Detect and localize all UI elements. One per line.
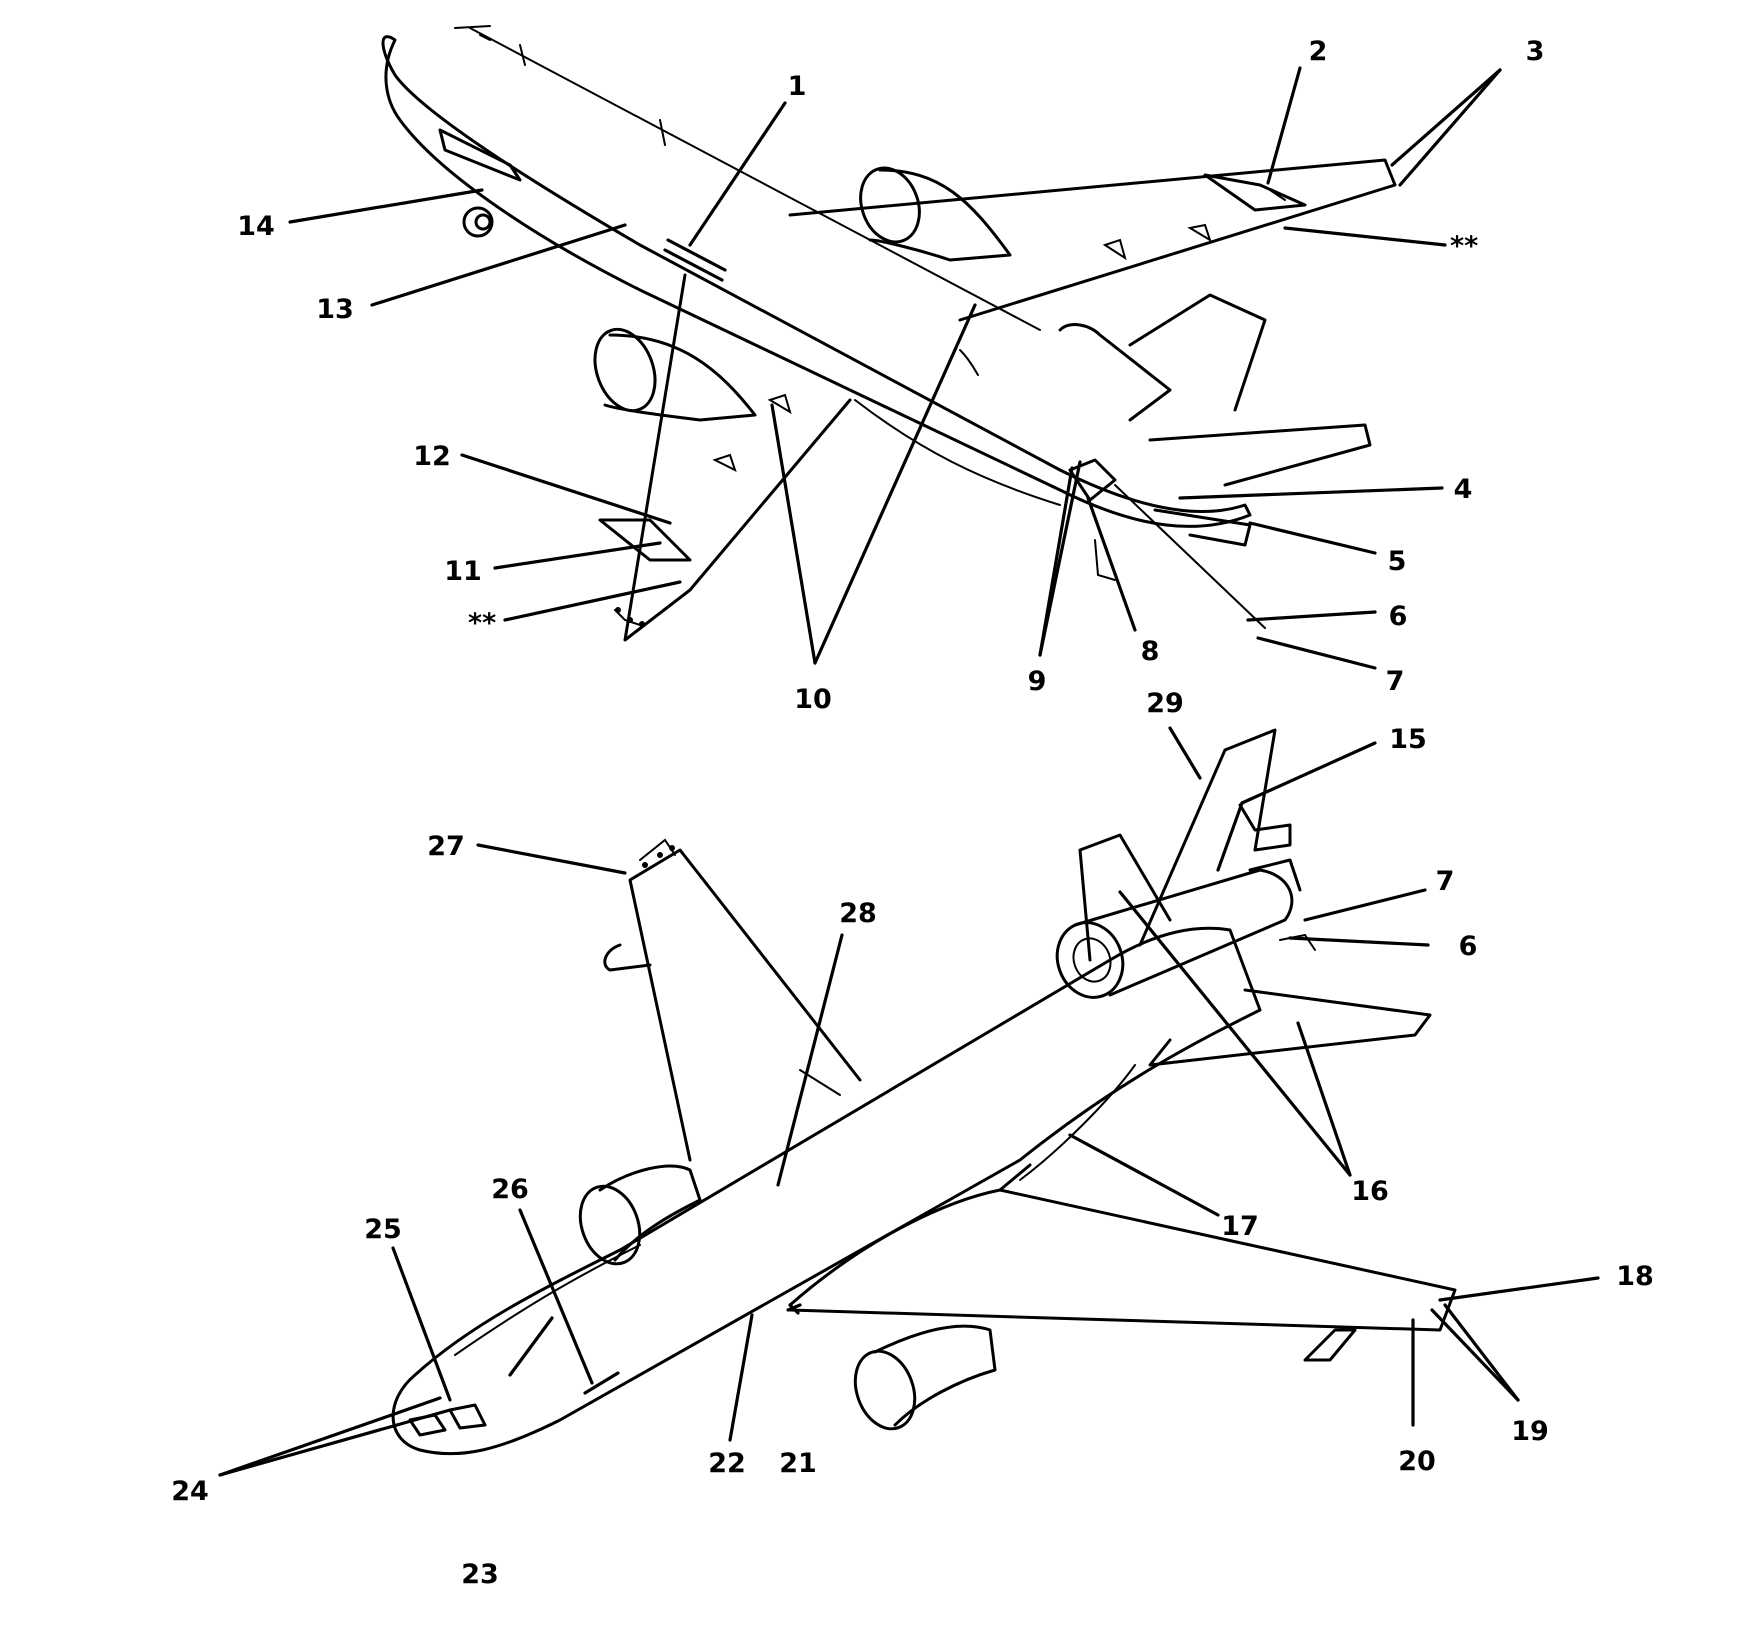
callout-13: 13 [316, 294, 354, 325]
callout-2: 2 [1309, 36, 1328, 67]
callout-28: 28 [839, 898, 877, 929]
left-wing-top-view [628, 848, 862, 1162]
callout-19: 19 [1511, 1416, 1549, 1447]
tail-engine-bottom-view [1058, 323, 1172, 422]
horizontal-stabilizer-bottom-view [1148, 423, 1372, 487]
right-engine-bottom-view [859, 166, 1012, 262]
callout-3: 3 [1526, 36, 1545, 67]
nose-landing-gear [438, 128, 522, 182]
fuselage-bottom-view [381, 35, 1252, 528]
callout-18: 18 [1616, 1261, 1654, 1292]
callout-15: 15 [1389, 724, 1427, 755]
callout-16: 16 [1351, 1176, 1389, 1207]
callout-star-left: ** [468, 608, 496, 639]
aircraft-bottom-view [381, 25, 1397, 642]
callout-7-bottom: 7 [1436, 866, 1455, 897]
callout-8: 8 [1141, 636, 1160, 667]
callout-17: 17 [1221, 1211, 1259, 1242]
callout-10: 10 [794, 684, 832, 715]
callout-4: 4 [1454, 474, 1473, 505]
vertical-fin-top-view [1138, 728, 1277, 947]
callout-14: 14 [237, 211, 275, 242]
callout-1: 1 [788, 71, 807, 102]
callout-5: 5 [1388, 546, 1407, 577]
callout-25: 25 [364, 1214, 402, 1245]
right-wing-top-view [788, 1188, 1457, 1332]
callout-29: 29 [1146, 688, 1184, 719]
right-wing-bottom-view [788, 158, 1397, 322]
vertical-fin-bottom-view [1128, 293, 1267, 412]
left-engine-bottom-view [593, 327, 757, 422]
right-horizontal-stabilizer [1148, 988, 1432, 1067]
callout-12: 12 [413, 441, 451, 472]
callout-20: 20 [1398, 1446, 1436, 1477]
callout-24: 24 [171, 1476, 209, 1507]
callout-6-bottom: 6 [1459, 931, 1478, 962]
callout-labels: 1 2 3 ** 4 5 6 7 8 9 10 11 12 ** 13 14 2… [171, 36, 1654, 1590]
right-engine-top-view [853, 1324, 997, 1431]
callout-7-top: 7 [1386, 666, 1405, 697]
callout-27: 27 [427, 831, 465, 862]
tail-engine-top-view [1055, 858, 1302, 999]
left-horizontal-stabilizer [1078, 833, 1172, 962]
callout-star-right: ** [1450, 231, 1478, 262]
callout-21: 21 [779, 1448, 817, 1479]
leader-lines [218, 66, 1600, 1477]
left-wing-bottom-view [623, 273, 852, 642]
callout-6-top: 6 [1389, 601, 1408, 632]
callout-9: 9 [1028, 666, 1047, 697]
fuselage-top-view [391, 926, 1262, 1456]
callout-23: 23 [461, 1559, 499, 1590]
aircraft-top-view [391, 728, 1457, 1456]
callout-11: 11 [444, 556, 482, 587]
callout-26: 26 [491, 1174, 529, 1205]
callout-22: 22 [708, 1448, 746, 1479]
left-engine-top-view [578, 1164, 702, 1266]
right-wing-flap-fairing [1203, 173, 1307, 212]
